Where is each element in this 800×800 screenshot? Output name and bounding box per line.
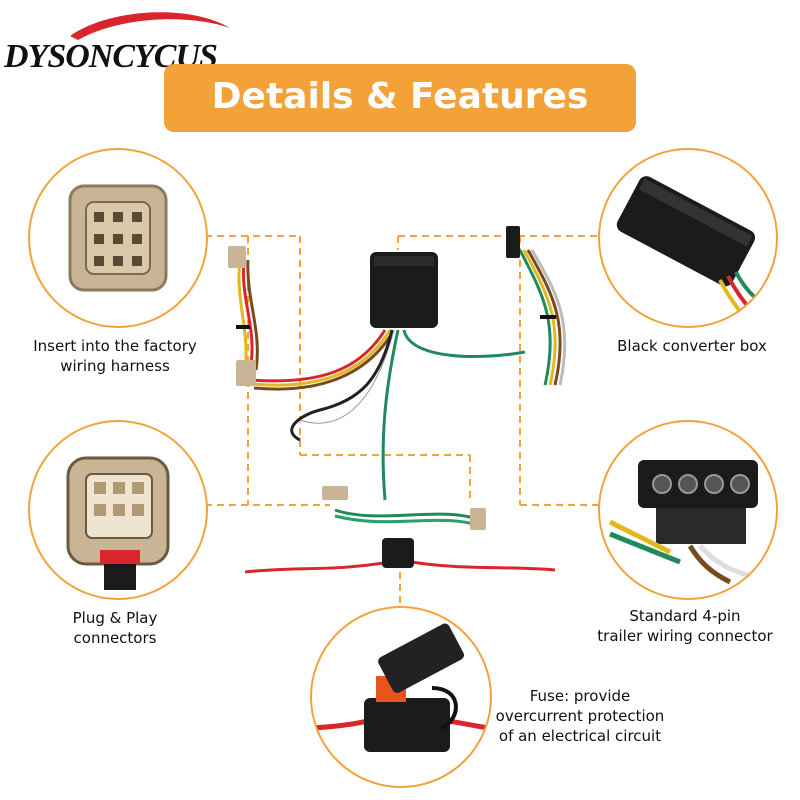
- factory-connector-icon: [68, 184, 168, 292]
- converter-box-circle: [598, 148, 778, 328]
- plug-connector-icon: [66, 456, 170, 590]
- fuse-holder-circle: [310, 606, 492, 788]
- brand-swoosh: [70, 12, 230, 40]
- four-pin-connector-circle: [598, 420, 778, 600]
- fuse-holder-icon: [312, 623, 490, 752]
- page-title: Details & Features: [211, 76, 589, 117]
- caption-fuse: Fuse: provide overcurrent protection of …: [495, 687, 665, 745]
- fuse-holder-small: [382, 538, 414, 568]
- guide-lines: [205, 235, 600, 610]
- connector-plug-small: [322, 486, 348, 500]
- converter-box: [370, 252, 438, 328]
- factory-connector-circle: [28, 148, 208, 328]
- plug-connector-circle: [28, 420, 208, 600]
- four-pin-connector-icon: [608, 460, 761, 585]
- caption-plug: Plug & Play connectors: [72, 609, 158, 647]
- caption-fourpin: Standard 4-pin trailer wiring connector: [597, 607, 773, 645]
- connector-4pin-small: [506, 226, 520, 258]
- harness-wires: [237, 249, 567, 574]
- caption-converter: Black converter box: [617, 337, 767, 355]
- connector-left-bottom: [236, 360, 256, 386]
- caption-factory: Insert into the factory wiring harness: [33, 337, 197, 375]
- converter-box-icon: [616, 176, 774, 326]
- title-banner: Details & Features: [164, 64, 636, 132]
- connector-left-top: [228, 246, 246, 268]
